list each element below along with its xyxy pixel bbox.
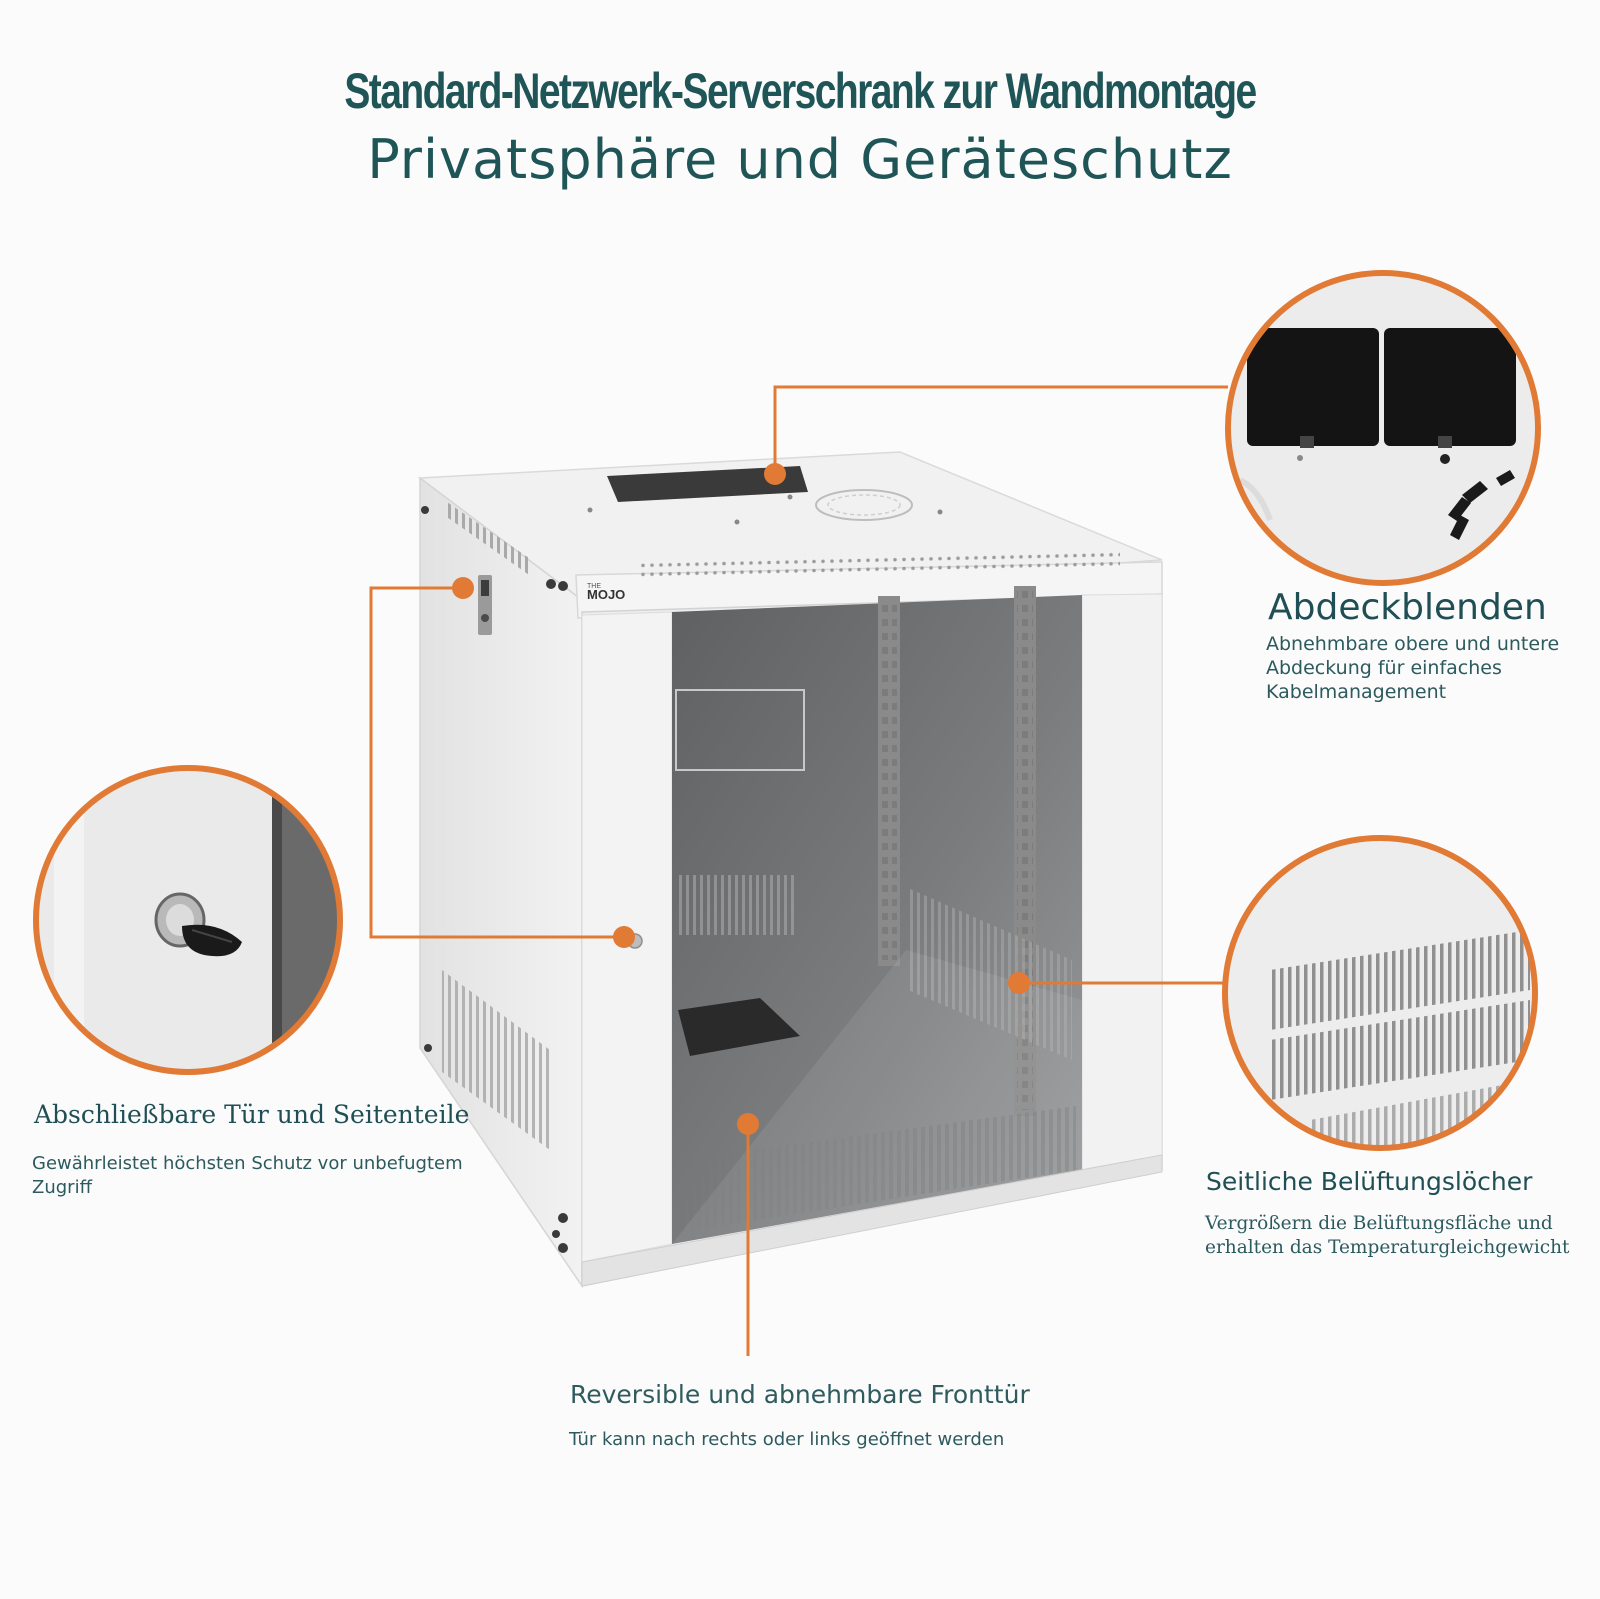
- brand-logo: THE MOJO: [587, 583, 625, 602]
- callout-dots: [452, 463, 1030, 1135]
- zoom-cover-panels: [1225, 270, 1541, 586]
- fan-icon: [815, 489, 913, 521]
- feature-lock-title: Abschließbare Tür und Seitenteile: [34, 1100, 470, 1129]
- feature-vent-description: Vergrößern die Belüftungsfläche und erha…: [1205, 1213, 1570, 1258]
- svg-text:THE: THE: [587, 583, 601, 590]
- page-subtitle: Privatsphäre und Geräteschutz: [367, 128, 1233, 191]
- feature-cover-description: Abnehmbare obere und untere Abdeckung fü…: [1266, 633, 1560, 703]
- feature-vent-title: Seitliche Belüftungslöcher: [1206, 1167, 1533, 1196]
- lock-key-icon: [154, 892, 242, 957]
- feature-door-description: Tür kann nach rechts oder links geöffnet…: [569, 1429, 1005, 1450]
- vent-slots-icon: [1270, 930, 1530, 1100]
- server-cabinet: THE MOJO: [417, 451, 1163, 1289]
- feature-door-title: Reversible und abnehmbare Fronttür: [570, 1380, 1030, 1409]
- zoom-vents: [1222, 835, 1538, 1151]
- svg-text:MOJO: MOJO: [587, 587, 625, 602]
- zoom-lock: [33, 765, 343, 1075]
- cover-panel-icon: [1247, 328, 1379, 446]
- page-title: Standard-Netzwerk-Serverschrank zur Wand…: [344, 63, 1257, 119]
- feature-cover-title: Abdeckblenden: [1268, 587, 1547, 628]
- feature-lock-description: Gewährleistet höchsten Schutz vor unbefu…: [32, 1153, 463, 1198]
- leader-lines: [369, 385, 1228, 1356]
